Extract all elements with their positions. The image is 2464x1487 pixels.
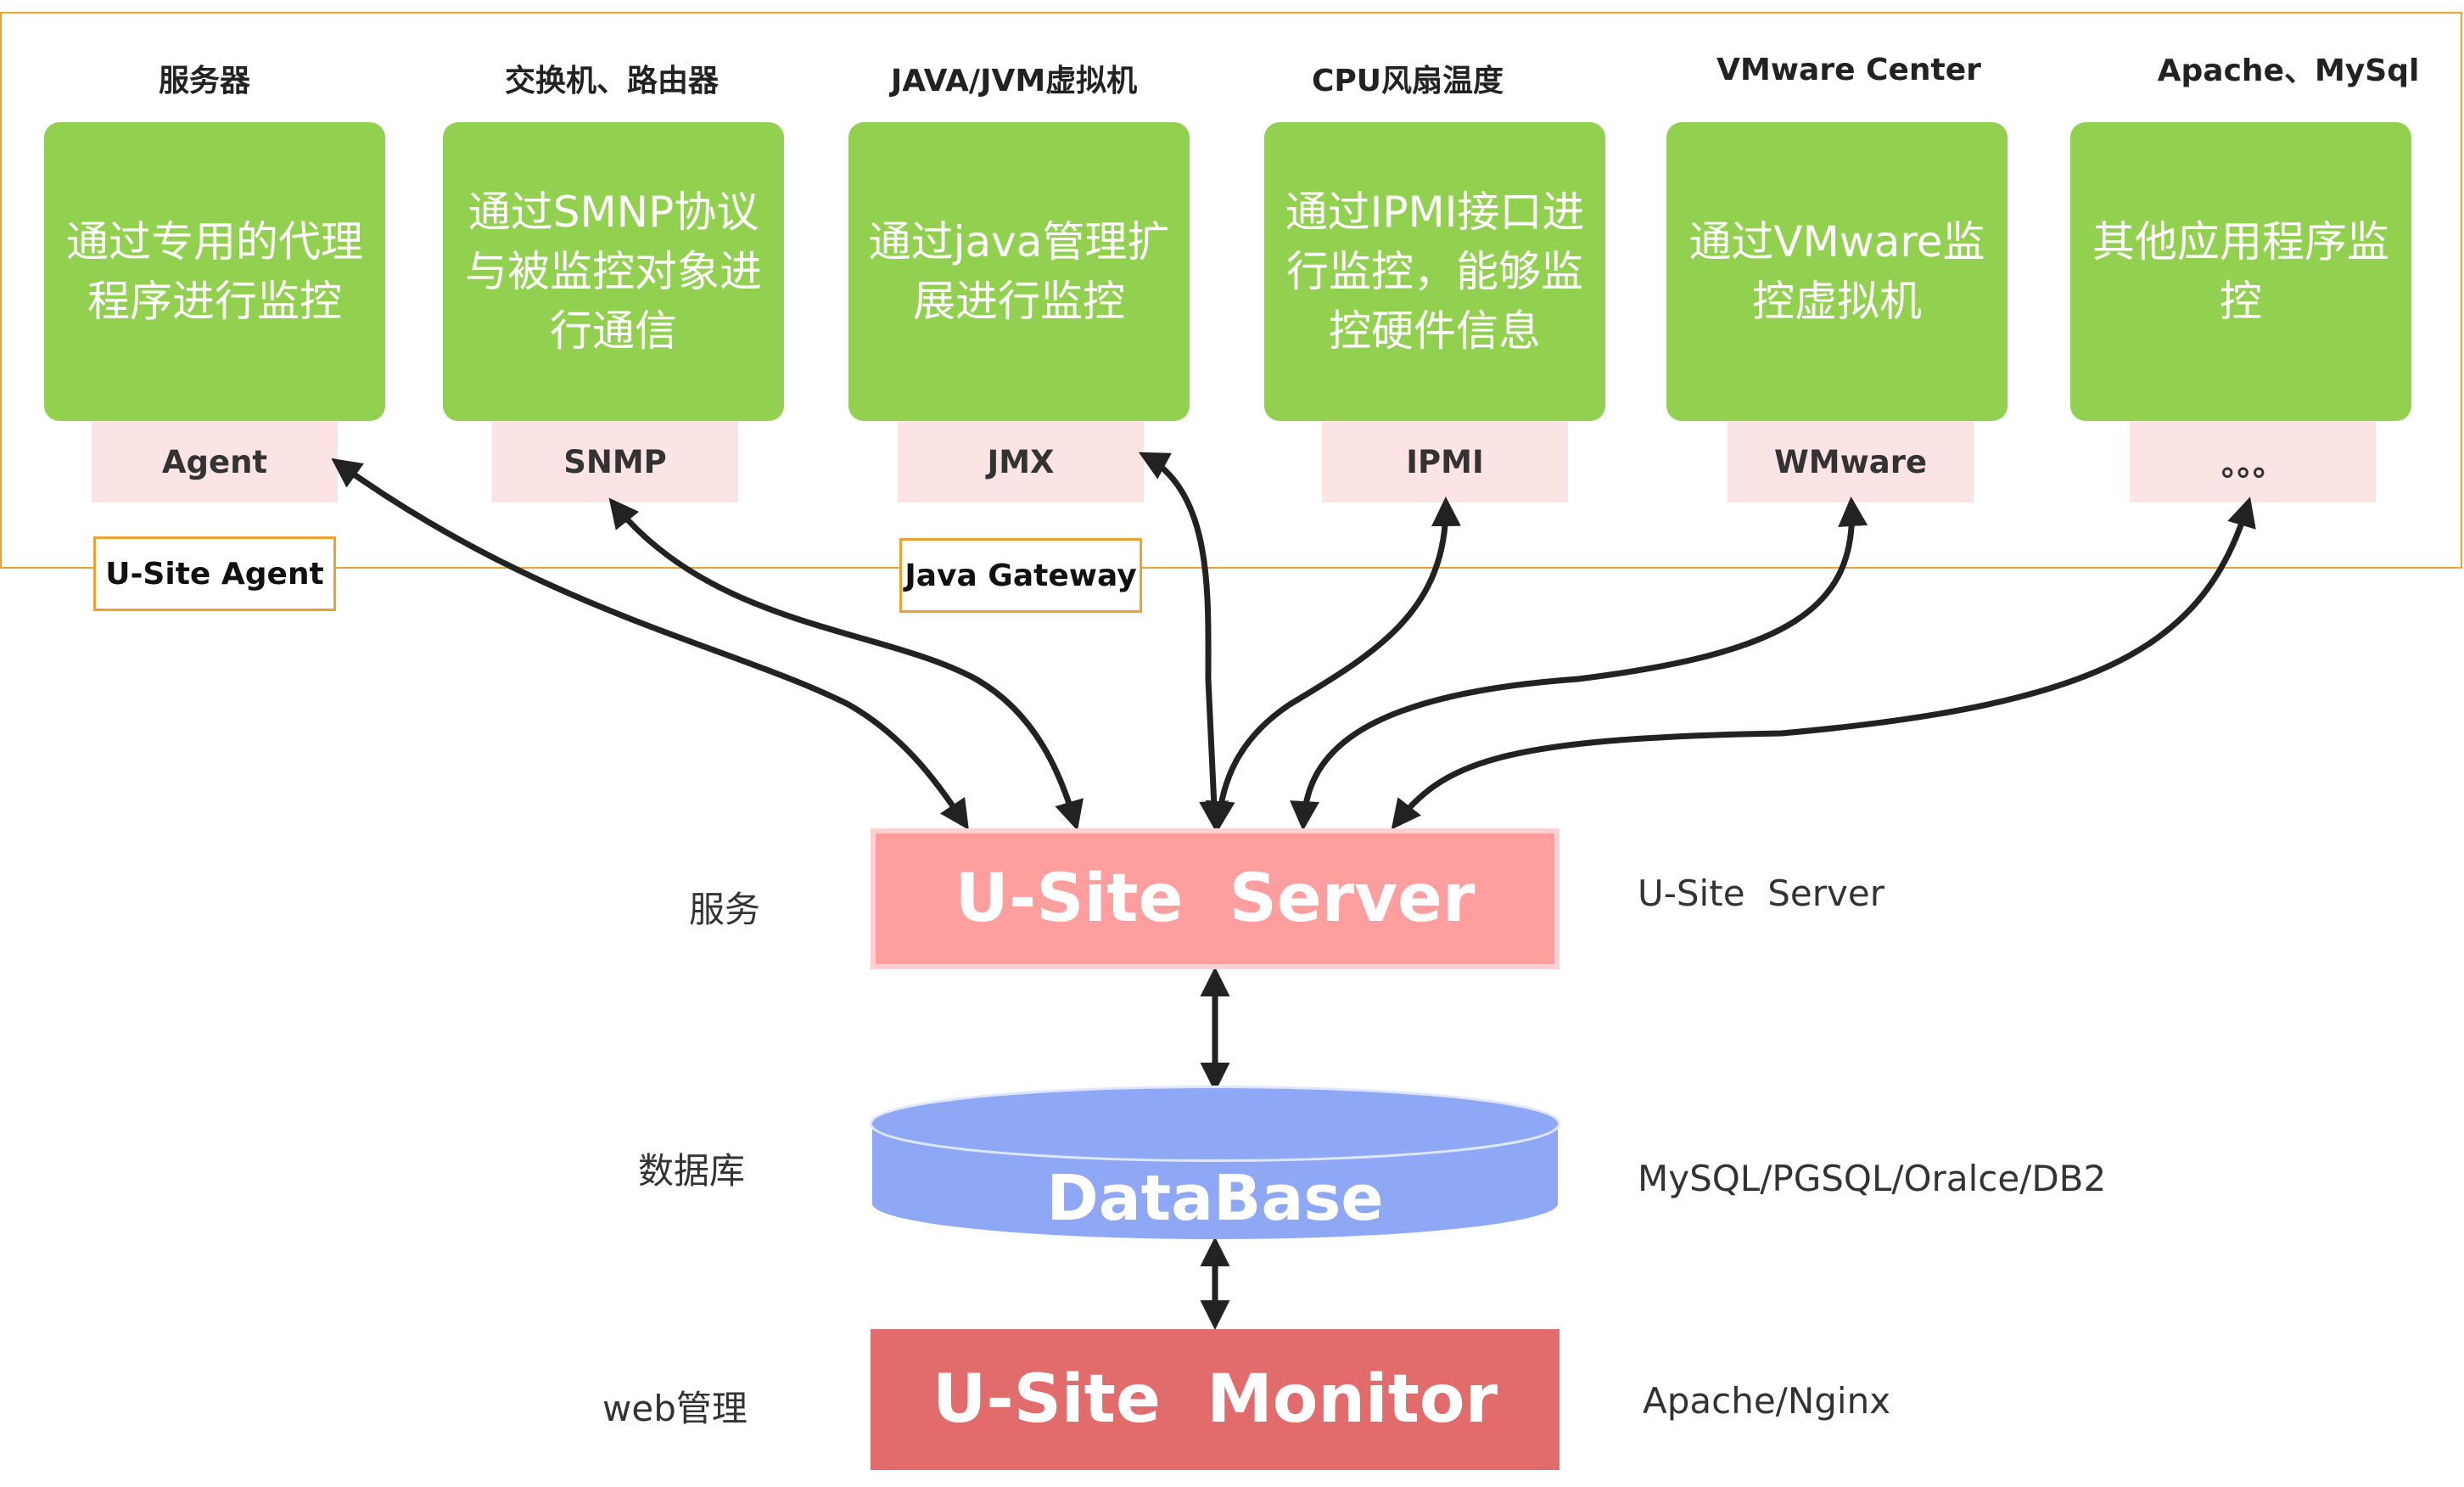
monitor-box-vmware: 通过VMware监控虚拟机 xyxy=(1666,122,2008,421)
monitor-title-server: 服务器 xyxy=(158,64,250,98)
monitor-box-switch-router: 通过SMNP协议与被监控对象进行通信 xyxy=(443,122,784,421)
layer-label-web: web管理 xyxy=(602,1388,748,1429)
monitor-desc: 通过java管理扩展进行监控 xyxy=(868,217,1170,326)
arrow-jmx-server xyxy=(1138,452,1229,831)
tech-label-monitor: Apache/Nginx xyxy=(1643,1380,1891,1422)
monitor-title-vmware-center: VMware Center xyxy=(1716,53,1981,87)
monitor-desc: 通过专用的代理程序进行监控 xyxy=(66,217,363,326)
tech-label-database: MySQL/PGSQL/Oralce/DB2 xyxy=(1638,1158,2107,1199)
monitor-desc: 通过SMNP协议与被监控对象进行通信 xyxy=(465,188,762,356)
monitor-title-java-jvm: JAVA/JVM虚拟机 xyxy=(890,64,1138,98)
arrow-ipmi-server xyxy=(1205,497,1461,831)
protocol-tag-ipmi: IPMI xyxy=(1322,421,1568,502)
arrow-other-server xyxy=(1391,497,2256,830)
monitor-box-java-jvm: 通过java管理扩展进行监控 xyxy=(848,122,1190,421)
u-site-monitor-box: U-Site Monitor xyxy=(871,1329,1560,1470)
monitor-desc: 通过VMware监控虚拟机 xyxy=(1688,217,1985,326)
protocol-tag-other: 。。。 xyxy=(2130,421,2376,502)
protocol-tag-wmware: WMware xyxy=(1728,421,1974,502)
database-label: DataBase xyxy=(1046,1162,1384,1235)
monitor-desc: 通过IPMI接口进行监控，能够监控硬件信息 xyxy=(1285,188,1585,356)
monitor-title-cpu-fan-temp: CPU风扇温度 xyxy=(1311,64,1504,98)
monitor-box-cpu-fan-temp: 通过IPMI接口进行监控，能够监控硬件信息 xyxy=(1264,122,1605,421)
tech-label-server: U-Site Server xyxy=(1638,873,1884,914)
layer-label-database: 数据库 xyxy=(638,1150,746,1192)
arrow-wmware-server xyxy=(1290,497,1868,831)
monitor-box-other-apps: 其他应用程序监控 xyxy=(2070,122,2411,421)
monitor-title-apache-mysql: Apache、MySql xyxy=(2157,53,2420,88)
protocol-tag-agent: Agent xyxy=(92,421,338,502)
layer-label-service: 服务 xyxy=(689,889,761,930)
monitor-title-switch-router: 交换机、路由器 xyxy=(504,64,719,98)
monitor-desc: 其他应用程序监控 xyxy=(2092,217,2389,326)
monitor-box-server: 通过专用的代理程序进行监控 xyxy=(44,122,385,421)
arrow-snmp-server xyxy=(608,497,1084,831)
database-cylinder xyxy=(870,1086,1560,1239)
u-site-agent-box: U-Site Agent xyxy=(93,536,336,611)
u-site-server-box: U-Site Server xyxy=(871,828,1560,969)
